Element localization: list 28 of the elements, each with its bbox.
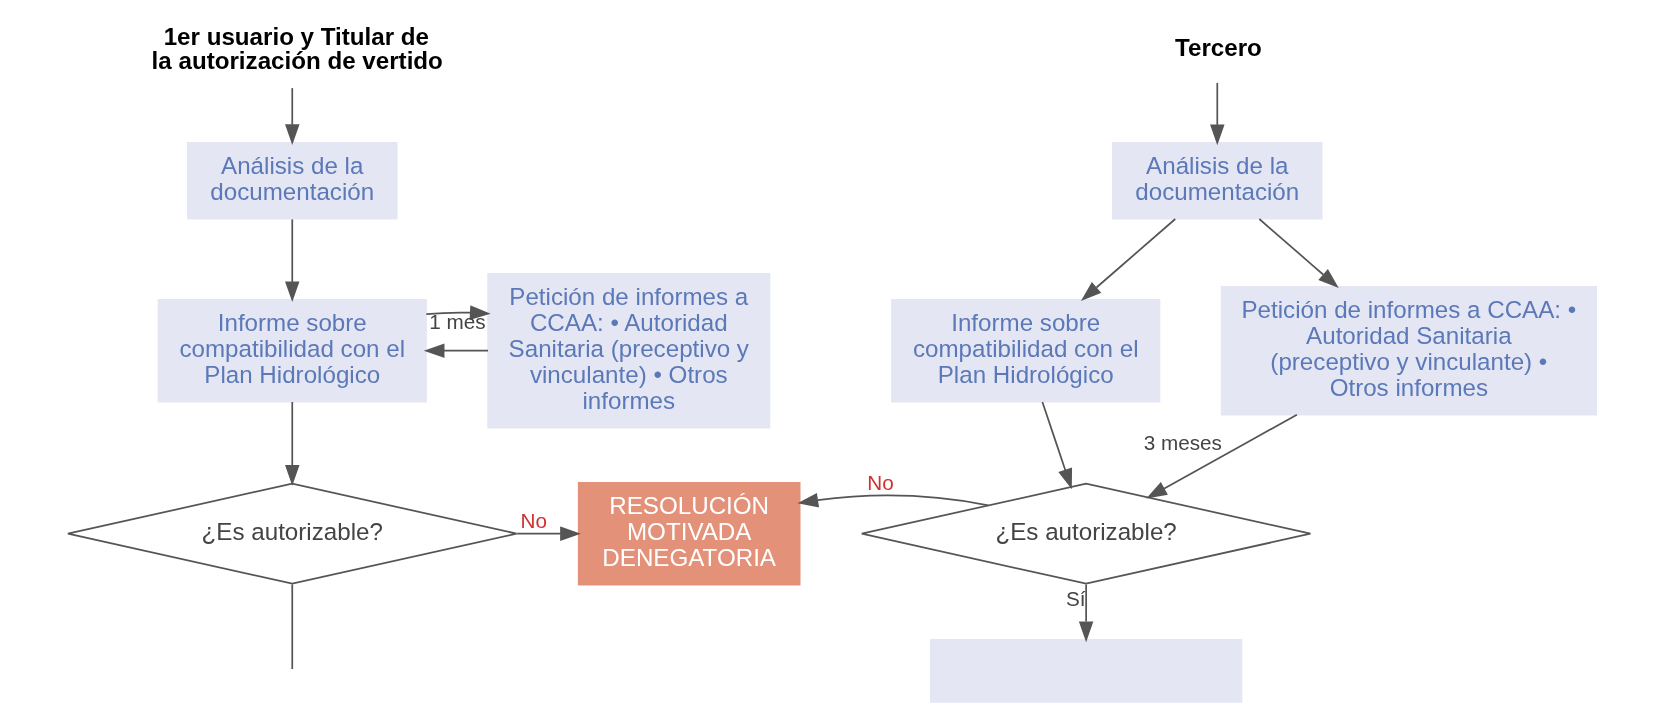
node-box: Informe sobre compatibilidad con el Plan Hidrológico — [157, 298, 427, 403]
arrow — [516, 526, 581, 541]
arrow — [1078, 583, 1094, 643]
node-box: Petición de informes a CCAA: • Autoridad Sanitaria (preceptivo y vinculante) • Otros informes — [487, 273, 771, 429]
arrow — [797, 493, 990, 508]
node-text: 1er usuario y Titular de la autorización de vertido — [151, 22, 443, 74]
arrow — [425, 305, 491, 320]
node-box: Análisis de la documentación — [187, 141, 398, 220]
arrow — [423, 343, 489, 358]
arrow — [285, 401, 300, 486]
edge-label: 3 meses — [1143, 431, 1222, 455]
arrow — [1258, 218, 1339, 289]
arrow — [1080, 218, 1177, 301]
node-text: Tercero — [1175, 33, 1262, 61]
connector — [291, 583, 294, 670]
node-diamond: ¿Es autorizable? — [67, 482, 518, 585]
arrow — [285, 87, 300, 145]
arrow — [1146, 413, 1298, 499]
arrow — [285, 218, 300, 303]
node-box — [929, 638, 1243, 703]
node-box: Petición de informes a CCAA: • Autoridad Sanitaria (preceptivo y vinculante) • Otros informes — [1220, 286, 1597, 416]
node-box: Análisis de la documentación — [1112, 141, 1323, 220]
node-box: RESOLUCIÓN MOTIVADA DENEGATORIA — [577, 481, 801, 586]
node-box: Informe sobre compatibilidad con el Plan Hidrológico — [891, 298, 1161, 403]
edge-label: No — [520, 508, 548, 532]
arrow — [1210, 82, 1225, 146]
arrow — [1041, 401, 1073, 490]
edge-label: 1 mes — [429, 310, 486, 334]
